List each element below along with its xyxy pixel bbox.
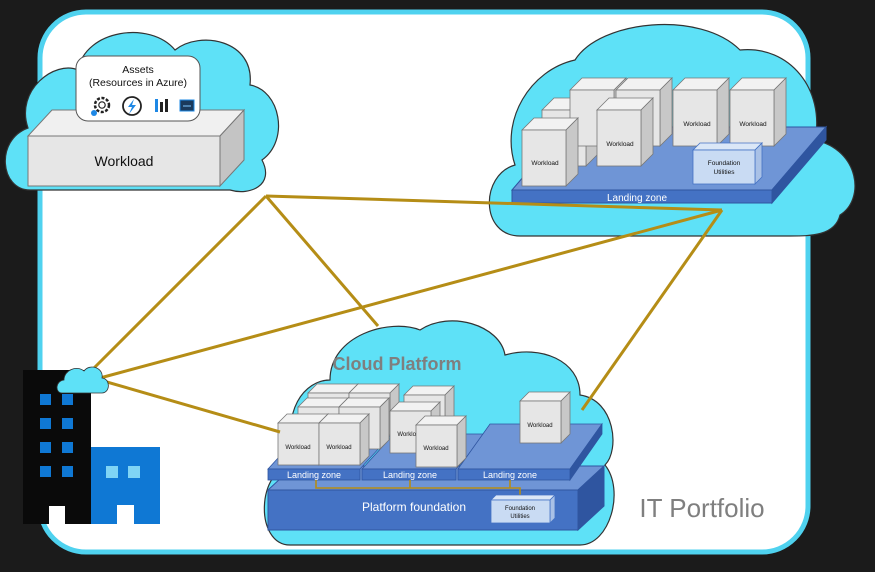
it-portfolio-title: IT Portfolio bbox=[639, 493, 764, 523]
svg-text:Landing zone: Landing zone bbox=[287, 470, 341, 480]
workload-cube-label: Workload bbox=[527, 423, 552, 429]
function-icon bbox=[122, 96, 142, 116]
cloud-platform-cloud: Cloud Platform Platform foundation Landi… bbox=[263, 320, 615, 546]
gear-icon bbox=[91, 96, 111, 116]
workload-label: Workload bbox=[95, 153, 154, 169]
workload-cube-label: Workload bbox=[397, 432, 422, 438]
landing-zone-cloud: Landing zone Workload Workload Workload … bbox=[488, 24, 856, 237]
workload-cube-label: Workload bbox=[285, 445, 310, 451]
svg-text:Foundation: Foundation bbox=[505, 506, 535, 512]
svg-text:Landing zone: Landing zone bbox=[383, 470, 437, 480]
workload-cube-label: Workload bbox=[606, 141, 634, 148]
on-premises-building-icon bbox=[23, 366, 160, 524]
svg-text:Utilities: Utilities bbox=[714, 169, 736, 176]
assets-subtitle: (Resources in Azure) bbox=[89, 77, 187, 89]
workload-cube-label: Workload bbox=[739, 121, 767, 128]
analytics-icon bbox=[155, 99, 168, 112]
assets-title: Assets bbox=[122, 64, 154, 76]
workload-cube-label: Workload bbox=[531, 160, 559, 167]
landing-zone-label-top: Landing zone bbox=[607, 193, 667, 204]
foundation-connector bbox=[315, 480, 521, 495]
platform-foundation-label: Platform foundation bbox=[362, 500, 466, 514]
connectors bbox=[92, 194, 724, 434]
foundation-utilities-box: Foundation Utilities bbox=[692, 142, 763, 185]
cloud-platform-label: Cloud Platform bbox=[333, 354, 462, 374]
svg-text:Landing zone: Landing zone bbox=[483, 470, 537, 480]
terminal-icon bbox=[179, 99, 195, 112]
svg-text:Foundation: Foundation bbox=[708, 160, 741, 167]
foundation-utilities-box-bottom: Foundation Utilities bbox=[490, 494, 556, 524]
workload-cloud: Workload Assets (Resources in Azure) bbox=[4, 31, 279, 193]
workload-cube-label: Workload bbox=[683, 121, 711, 128]
assets-panel bbox=[75, 55, 201, 122]
svg-text:Utilities: Utilities bbox=[510, 514, 529, 520]
workload-cube-label: Workload bbox=[326, 445, 351, 451]
workload-cube-label: Workload bbox=[423, 446, 448, 452]
